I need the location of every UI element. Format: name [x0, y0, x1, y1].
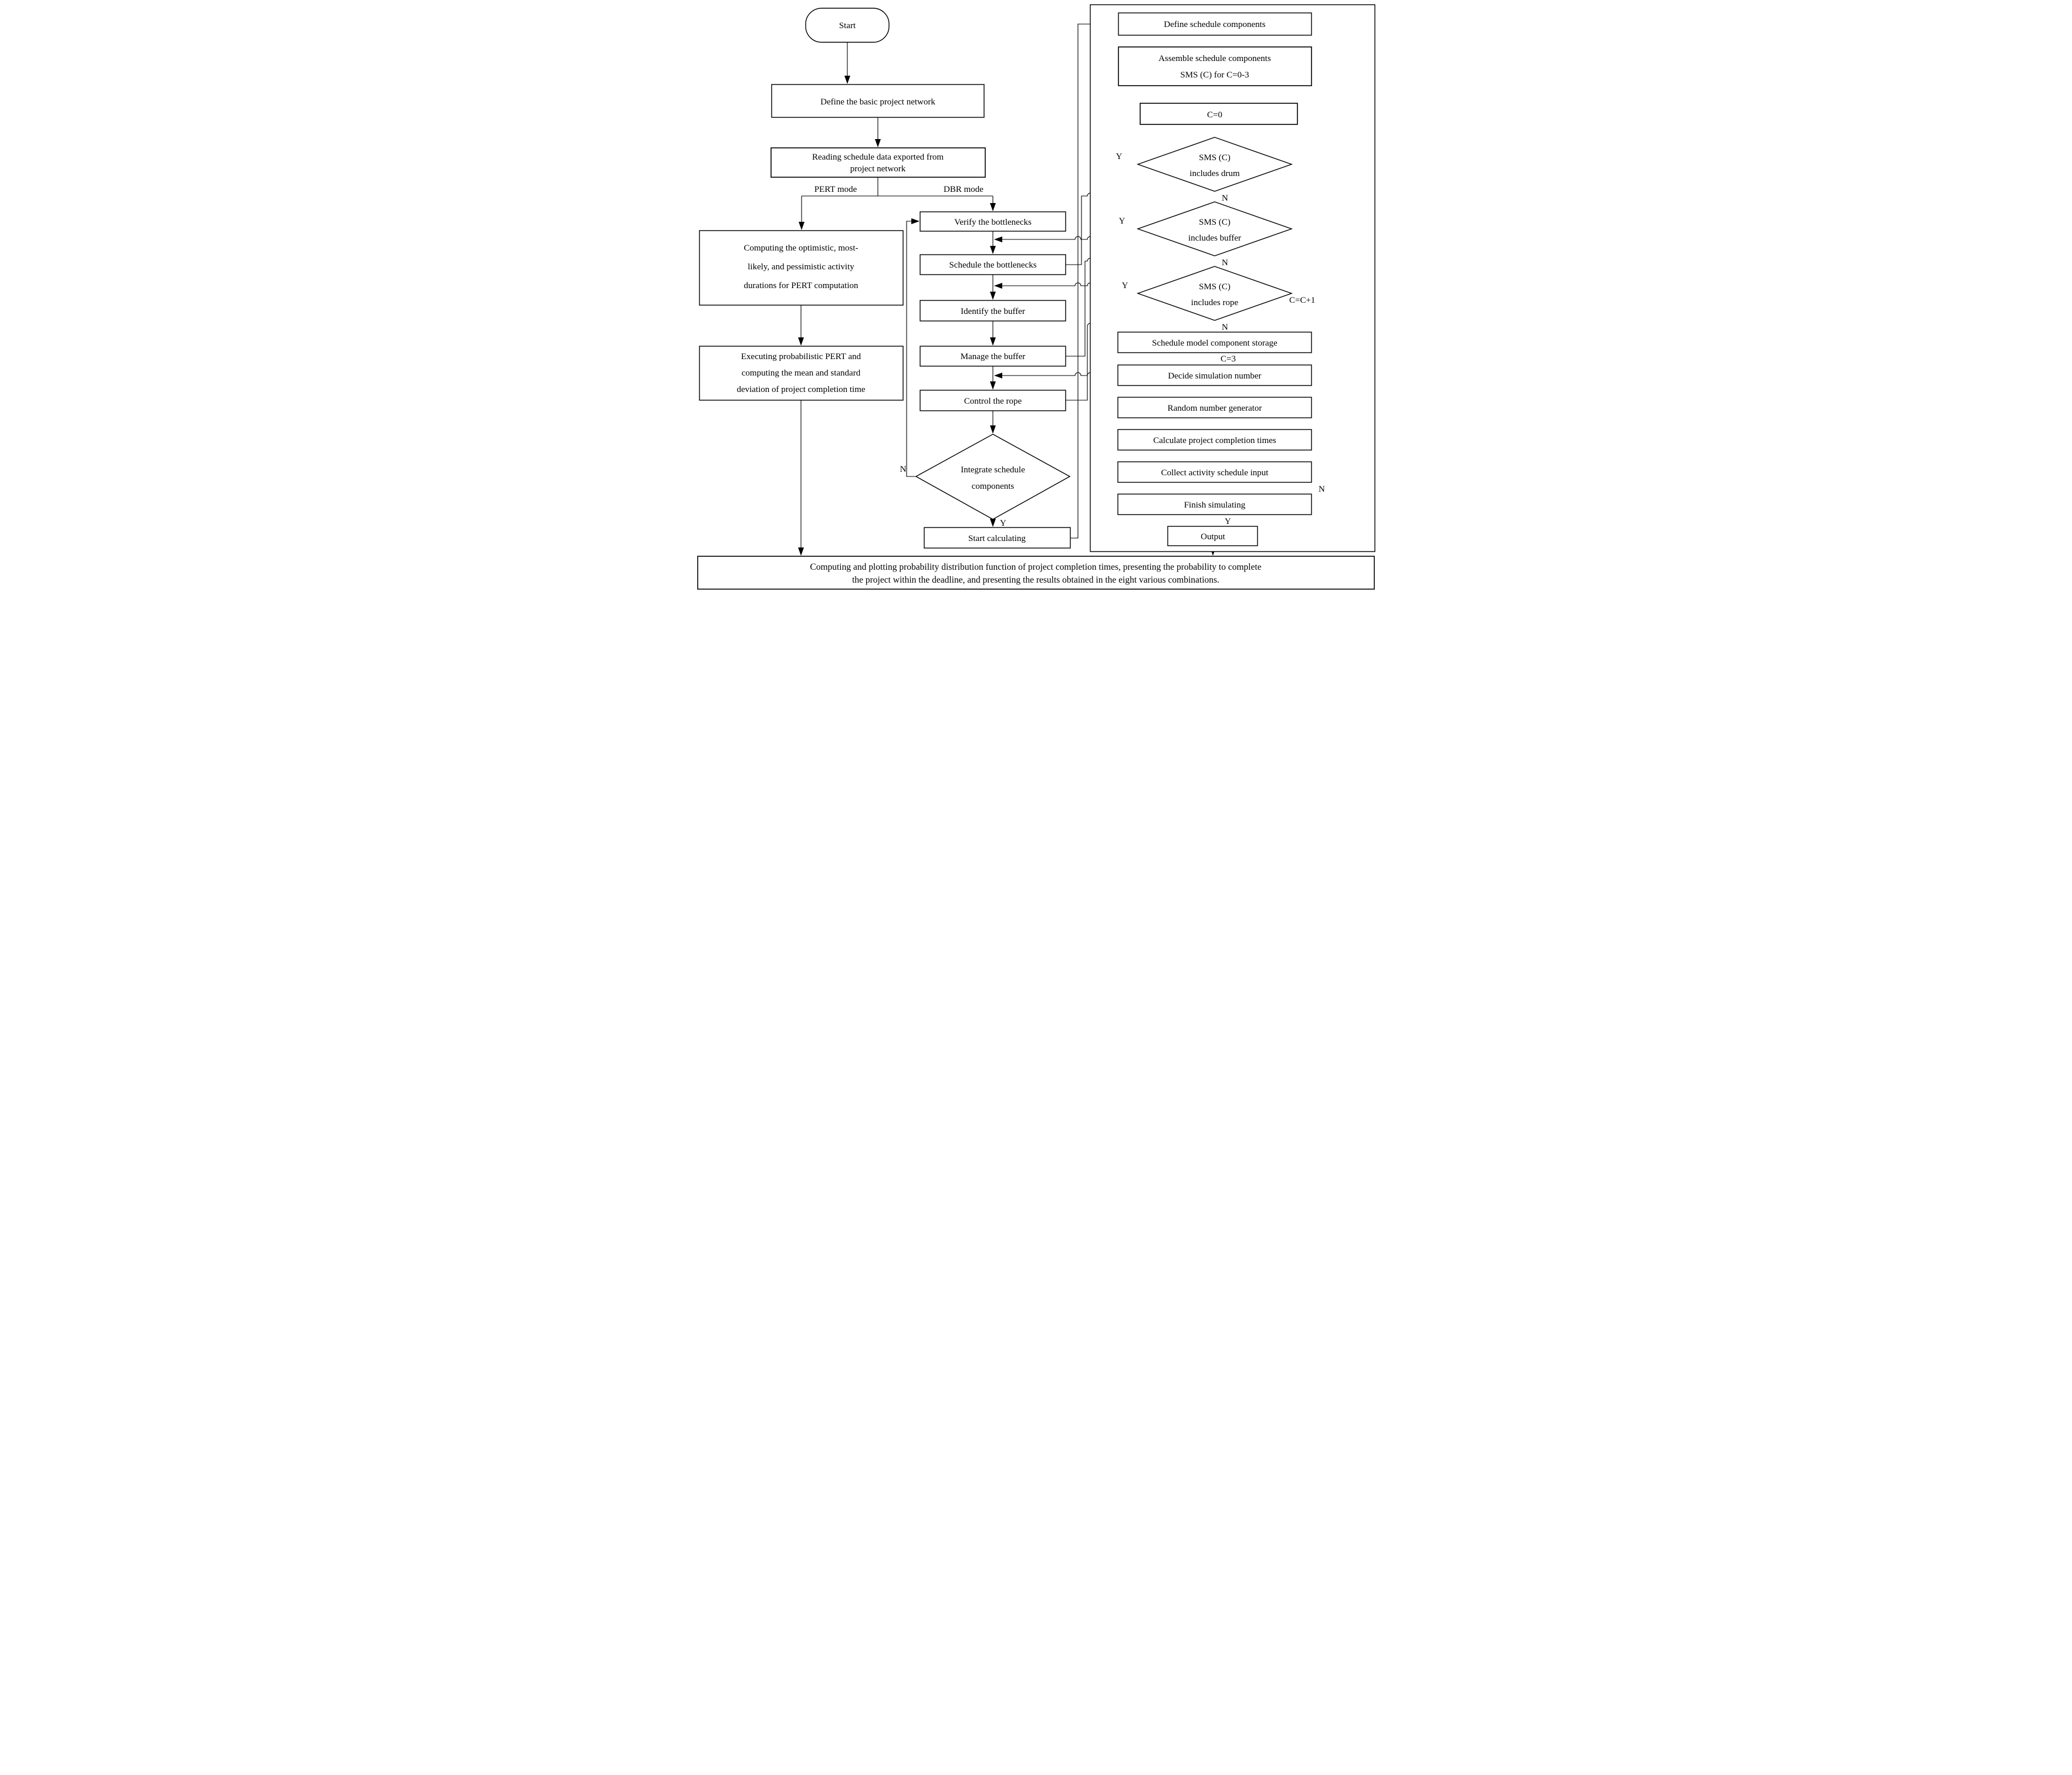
rope-yes-label: Y	[1122, 281, 1128, 290]
decide-simulation-number-label: Decide simulation number	[1168, 371, 1261, 381]
computing-durations-node	[699, 230, 904, 306]
verify-bottlenecks-label: Verify the bottlenecks	[954, 218, 1032, 227]
sms-drum-line2: includes drum	[1189, 169, 1240, 178]
finish-simulating-node	[1117, 493, 1312, 515]
sms-includes-rope-decision	[1136, 266, 1293, 321]
calculate-completion-times-label: Calculate project completion times	[1153, 436, 1276, 445]
manage-buffer-node	[920, 346, 1066, 367]
define-basic-network-label: Define the basic project network	[820, 97, 935, 107]
reading-schedule-data-line1: Reading schedule data exported from	[812, 153, 944, 162]
start-label: Start	[839, 21, 856, 31]
manage-buffer-label: Manage the buffer	[961, 352, 1026, 361]
sms-includes-drum-decision	[1136, 137, 1293, 192]
c-increment-label: C=C+1	[1289, 296, 1315, 305]
collect-schedule-input-node	[1117, 461, 1312, 483]
schedule-storage-node	[1117, 332, 1312, 353]
c-zero-label: C=0	[1207, 110, 1222, 120]
buffer-yes-label: Y	[1119, 217, 1125, 226]
pert-mode-label: PERT mode	[814, 185, 857, 194]
reading-schedule-data-node	[770, 147, 986, 178]
verify-bottlenecks-node	[920, 211, 1066, 232]
schedule-storage-label: Schedule model component storage	[1152, 339, 1277, 348]
start-terminator	[805, 8, 890, 43]
flowchart-page: Start Define the basic project network R…	[691, 0, 1381, 591]
executing-pert-node	[699, 346, 904, 401]
control-rope-label: Control the rope	[964, 397, 1022, 406]
sms-drum-line1: SMS (C)	[1199, 153, 1231, 163]
computing-durations-line1: Computing the optimistic, most-	[744, 244, 858, 253]
schedule-bottlenecks-node	[920, 254, 1066, 275]
executing-pert-line3: deviation of project completion time	[736, 385, 865, 394]
computing-durations-line2: likely, and pessimistic activity	[748, 262, 854, 272]
assemble-components-line2: SMS (C) for C=0-3	[1180, 70, 1249, 80]
output-node	[1167, 526, 1258, 546]
integrate-yes-label: Y	[1000, 519, 1006, 528]
executing-pert-line1: Executing probabilistic PERT and	[741, 352, 861, 361]
integrate-components-line2: components	[972, 482, 1015, 491]
control-rope-node	[920, 390, 1066, 411]
c-three-label: C=3	[1221, 354, 1236, 364]
sms-buffer-line2: includes buffer	[1188, 234, 1241, 243]
assemble-components-node	[1118, 46, 1312, 86]
random-number-generator-label: Random number generator	[1168, 404, 1262, 413]
drum-yes-label: Y	[1116, 152, 1123, 161]
sms-includes-buffer-decision	[1136, 201, 1293, 256]
footer-summary-node	[697, 556, 1375, 590]
random-number-generator-node	[1117, 397, 1312, 418]
sms-rope-line2: includes rope	[1191, 298, 1239, 307]
executing-pert-line2: computing the mean and standard	[742, 368, 861, 378]
collect-schedule-input-label: Collect activity schedule input	[1161, 468, 1269, 478]
define-basic-network-node	[771, 84, 985, 118]
finish-no-label: N	[1319, 485, 1325, 494]
identify-buffer-node	[920, 300, 1066, 322]
flow-integrate-no-loop-to-verify	[906, 218, 920, 477]
finish-simulating-label: Finish simulating	[1184, 501, 1246, 510]
footer-summary-line1: Computing and plotting probability distr…	[810, 562, 1261, 572]
reading-schedule-data-line2: project network	[850, 164, 906, 174]
buffer-no-label: N	[1222, 258, 1228, 268]
calculate-completion-times-node	[1117, 429, 1312, 451]
integrate-components-decision	[915, 434, 1071, 520]
identify-buffer-label: Identify the buffer	[961, 307, 1025, 316]
sms-rope-line1: SMS (C)	[1199, 282, 1231, 292]
integrate-components-line1: Integrate schedule	[961, 465, 1025, 475]
start-calculating-label: Start calculating	[968, 534, 1026, 543]
output-label: Output	[1201, 532, 1226, 542]
define-components-node	[1118, 12, 1312, 36]
finish-yes-label: Y	[1225, 517, 1231, 526]
c-zero-node	[1140, 103, 1298, 125]
assemble-components-line1: Assemble schedule components	[1158, 54, 1271, 63]
computing-durations-line3: durations for PERT computation	[743, 281, 858, 290]
schedule-bottlenecks-label: Schedule the bottlenecks	[949, 261, 1036, 270]
integrate-no-label: N	[900, 465, 907, 474]
rope-no-label: N	[1222, 323, 1228, 332]
flowchart-canvas: Start Define the basic project network R…	[697, 4, 1375, 590]
sms-buffer-line1: SMS (C)	[1199, 218, 1231, 227]
start-calculating-node	[924, 527, 1071, 549]
footer-summary-line2: the project within the deadline, and pre…	[852, 575, 1219, 585]
decide-simulation-number-node	[1117, 364, 1312, 386]
dbr-mode-label: DBR mode	[944, 185, 983, 194]
define-components-label: Define schedule components	[1164, 20, 1265, 29]
drum-no-label: N	[1222, 194, 1228, 203]
